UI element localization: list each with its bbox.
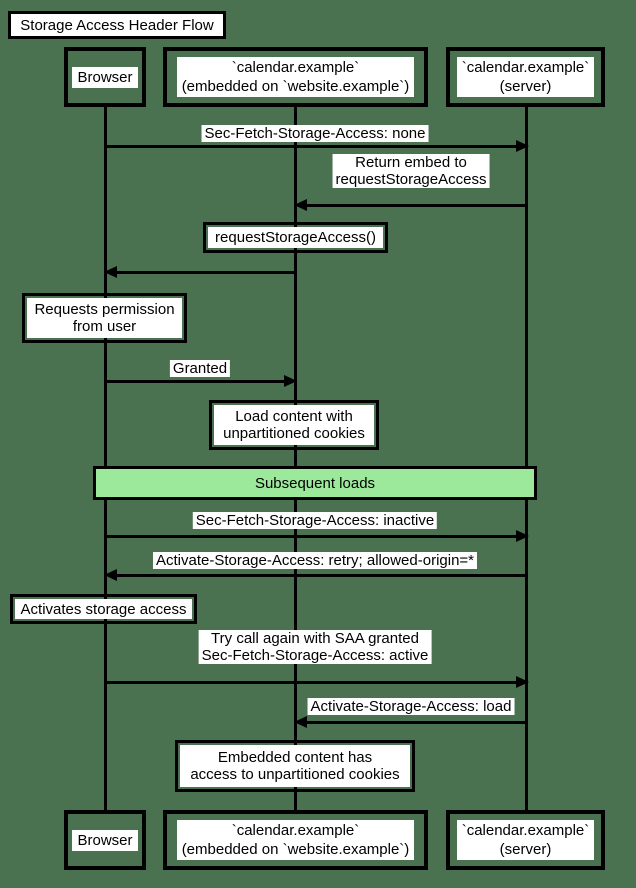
- arrowhead-right-icon: [516, 676, 529, 688]
- message-label-line: requestStorageAccess: [335, 171, 487, 188]
- divider-label: Subsequent loads: [254, 474, 376, 492]
- arrowhead-left-icon: [104, 569, 117, 581]
- actor-embedded-line2: (embedded on `website.example`): [181, 841, 410, 858]
- arrowhead-right-icon: [516, 140, 529, 152]
- lifeline-embedded: [294, 107, 297, 810]
- actor-box-embedded-bottom: `calendar.example` (embedded on `website…: [163, 810, 428, 870]
- actor-server-line2: (server): [499, 78, 552, 95]
- note-line: unpartitioned cookies: [223, 425, 365, 442]
- actor-box-embedded-top: `calendar.example` (embedded on `website…: [163, 47, 428, 107]
- note-embedded-access: Embedded content has access to unpartiti…: [175, 740, 415, 792]
- actor-box-server-bottom: `calendar.example` (server): [446, 810, 605, 870]
- note-text: Load content with unpartitioned cookies: [214, 405, 374, 445]
- message-arrow-m5: [105, 530, 529, 543]
- note-requests-permission: Requests permission from user: [22, 293, 187, 343]
- diagram-title: Storage Access Header Flow: [8, 11, 226, 39]
- arrow-shaft: [105, 380, 288, 383]
- actor-server-line1: `calendar.example`: [461, 822, 590, 839]
- actor-label-browser: Browser: [72, 66, 138, 88]
- note-text: Activates storage access: [15, 599, 192, 619]
- message-label-sec-fetch-none: Sec-Fetch-Storage-Access: none: [201, 125, 429, 142]
- message-label-sec-fetch-inactive: Sec-Fetch-Storage-Access: inactive: [192, 512, 438, 529]
- note-request-storage-access: requestStorageAccess(): [203, 222, 388, 253]
- message-label-line: Return embed to: [355, 154, 467, 171]
- note-text: Embedded content has access to unpartiti…: [180, 745, 410, 787]
- message-label-line: Sec-Fetch-Storage-Access: active: [201, 647, 429, 664]
- actor-label-browser: Browser: [72, 829, 138, 851]
- arrow-shaft: [113, 574, 528, 577]
- actor-label-embedded: `calendar.example` (embedded on `website…: [176, 57, 415, 97]
- message-arrow-m3: [104, 266, 296, 279]
- note-text: Requests permission from user: [27, 298, 182, 338]
- message-arrow-m2: [294, 199, 528, 212]
- arrow-shaft: [105, 535, 520, 538]
- note-line: Load content with: [235, 408, 353, 425]
- divider-subsequent-loads: Subsequent loads: [93, 466, 537, 500]
- message-arrow-m6: [104, 569, 528, 582]
- diagram-title-text: Storage Access Header Flow: [20, 16, 214, 34]
- actor-server-line2: (server): [499, 841, 552, 858]
- arrowhead-right-icon: [284, 375, 297, 387]
- note-line: Requests permission: [34, 301, 175, 318]
- message-label-return-embed: Return embed to requestStorageAccess: [332, 154, 490, 188]
- arrow-shaft: [303, 721, 528, 724]
- message-label-line: Try call again with SAA granted: [211, 630, 419, 647]
- message-label-activate-retry: Activate-Storage-Access: retry; allowed-…: [152, 552, 478, 569]
- note-activates-storage-access: Activates storage access: [10, 594, 197, 624]
- arrow-shaft: [303, 204, 528, 207]
- message-arrow-m8: [294, 716, 528, 729]
- note-line: Embedded content has: [217, 749, 373, 766]
- actor-label-server: `calendar.example` (server): [456, 820, 595, 860]
- message-arrow-m7: [105, 676, 529, 689]
- note-text: requestStorageAccess(): [208, 227, 383, 248]
- arrowhead-left-icon: [294, 199, 307, 211]
- actor-box-server-top: `calendar.example` (server): [446, 47, 605, 107]
- arrowhead-left-icon: [104, 266, 117, 278]
- message-label-try-again: Try call again with SAA granted Sec-Fetc…: [198, 630, 432, 664]
- actor-server-line1: `calendar.example`: [461, 59, 590, 76]
- message-label-activate-load: Activate-Storage-Access: load: [307, 698, 515, 715]
- message-arrow-m4: [105, 375, 297, 388]
- actor-embedded-line1: `calendar.example`: [231, 822, 360, 839]
- actor-label-server: `calendar.example` (server): [456, 57, 595, 97]
- lifeline-server: [525, 107, 528, 810]
- actor-embedded-line2: (embedded on `website.example`): [181, 78, 410, 95]
- message-label-granted: Granted: [169, 360, 231, 377]
- arrowhead-left-icon: [294, 716, 307, 728]
- note-line: from user: [72, 318, 137, 335]
- lifeline-browser: [104, 107, 107, 810]
- arrow-shaft: [105, 681, 520, 684]
- actor-box-browser-top: Browser: [64, 47, 146, 107]
- arrow-shaft: [113, 271, 296, 274]
- arrow-shaft: [105, 145, 520, 148]
- message-arrow-m1: [105, 140, 529, 153]
- note-line: access to unpartitioned cookies: [190, 766, 400, 783]
- actor-box-browser-bottom: Browser: [64, 810, 146, 870]
- actor-embedded-line1: `calendar.example`: [231, 59, 360, 76]
- note-load-content: Load content with unpartitioned cookies: [209, 400, 379, 450]
- arrowhead-right-icon: [516, 530, 529, 542]
- actor-label-embedded: `calendar.example` (embedded on `website…: [176, 820, 415, 860]
